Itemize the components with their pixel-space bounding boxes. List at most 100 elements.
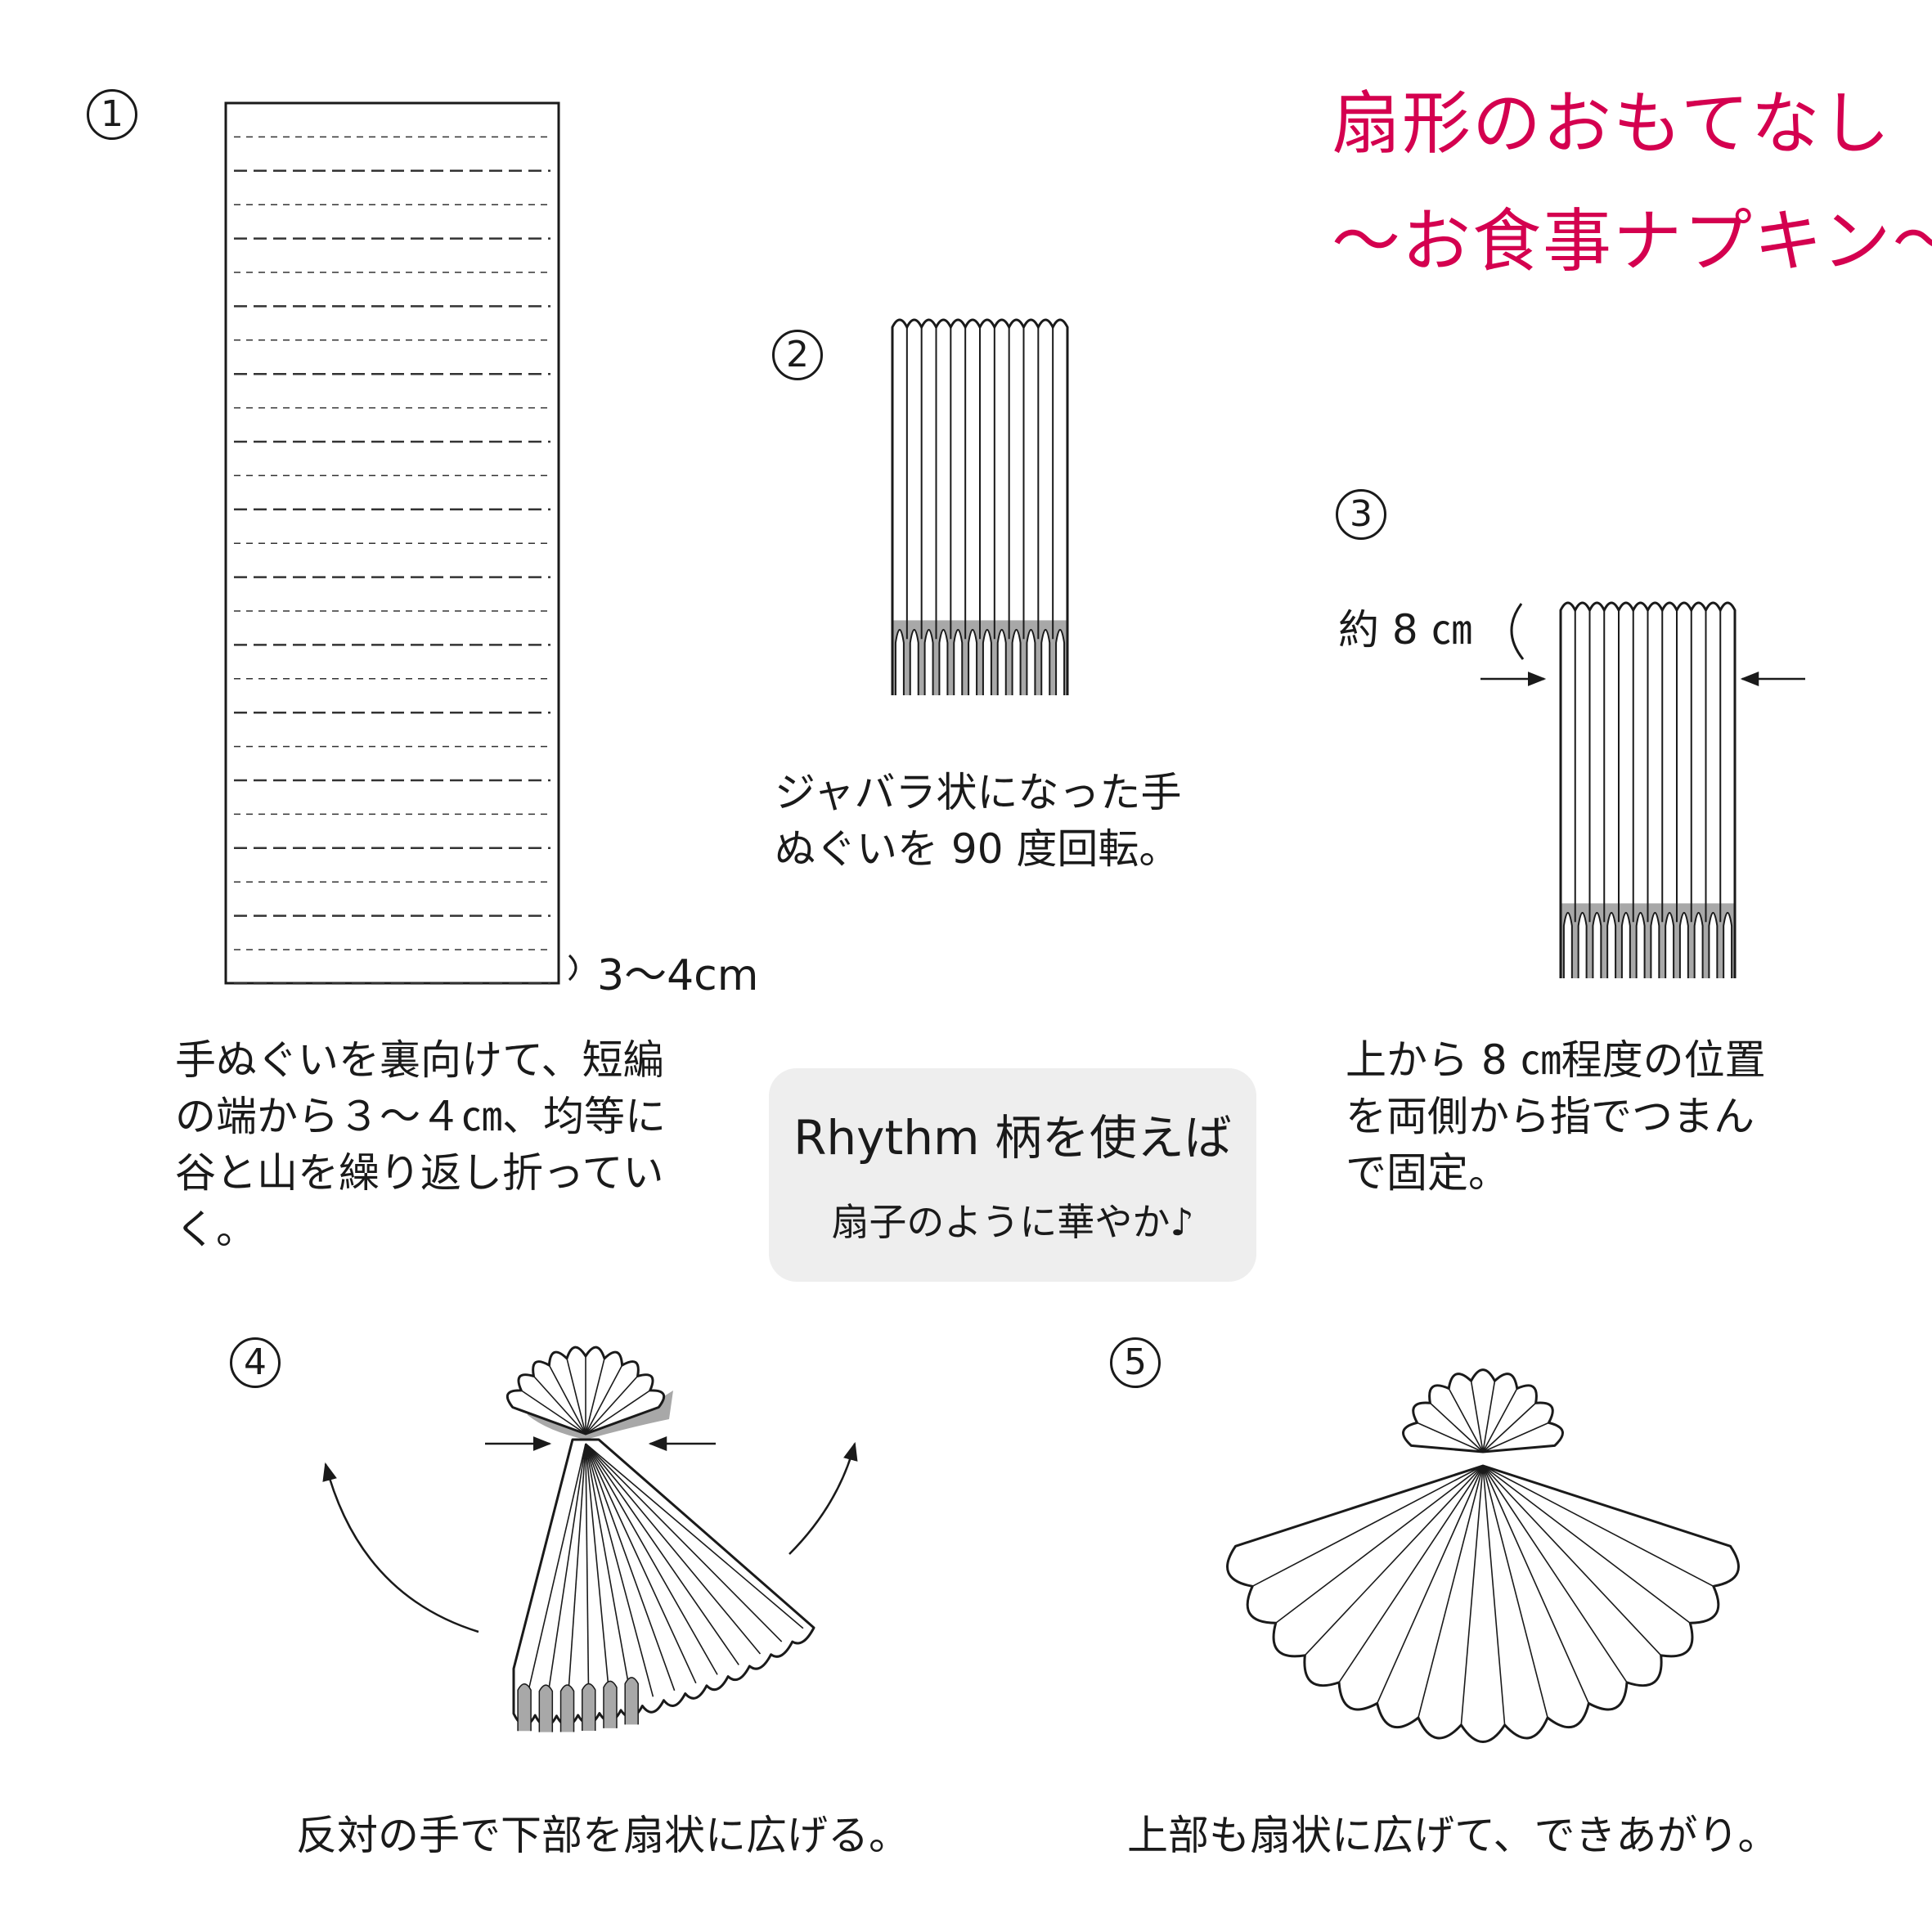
fan-rib <box>585 1443 783 1642</box>
pleat-fold <box>1606 911 1617 978</box>
fan-rib <box>585 1443 762 1655</box>
pleat-fold <box>1678 911 1689 978</box>
tip-line-2: 扇子のように華やか♪ <box>831 1200 1194 1244</box>
half-spread-fan-diagram <box>322 1346 858 1732</box>
pleat-fold <box>968 628 978 695</box>
pleat-fold <box>894 628 905 695</box>
step-2-caption: ジャバラ状になった手 ぬぐいを 90 度回転。 <box>775 765 1182 878</box>
fan-rib <box>585 1364 623 1435</box>
fan-rib <box>1418 1465 1484 1719</box>
pleat-fold <box>1562 911 1573 978</box>
pleat-fold <box>1635 911 1646 978</box>
pleat-fold <box>517 1683 532 1732</box>
step-1-caption: 手ぬぐいを裏向けて、短編の端から３〜４㎝、均等に谷と山を繰り返し折っていく。 <box>175 1036 666 1253</box>
fan-rib <box>1482 1465 1628 1683</box>
fan-rib <box>1417 1422 1484 1453</box>
pleat-fold <box>624 1677 639 1725</box>
pleat-fold <box>1693 911 1704 978</box>
step-1-measure: 3〜4cm <box>597 951 759 1000</box>
pleat-fold <box>538 1684 554 1732</box>
step-3-measure: 約 8 ㎝ <box>1338 606 1472 654</box>
fan-rib <box>548 1364 586 1435</box>
pleat-fold <box>1040 628 1051 695</box>
fan-rib <box>1376 1465 1484 1704</box>
caption-line: ぬぐいを 90 度回転。 <box>775 825 1180 873</box>
fan-rib <box>520 1390 586 1435</box>
fan-rib <box>545 1443 586 1710</box>
caption-line: を両側から指でつまん <box>1346 1093 1755 1140</box>
fan-rib <box>1304 1465 1484 1656</box>
fan-outline <box>1402 1368 1564 1453</box>
fan-rib <box>1482 1422 1549 1453</box>
pleat-fold <box>982 628 992 695</box>
pleat-fold <box>582 1683 596 1731</box>
caption-line: ジャバラ状になった手 <box>775 769 1182 816</box>
pleat-fold <box>996 628 1007 695</box>
fan-rib <box>1470 1381 1484 1453</box>
fan-rib <box>1482 1465 1506 1725</box>
finished-fan-diagram <box>1226 1368 1740 1743</box>
fan-rib <box>1448 1388 1484 1453</box>
fan-rib <box>1482 1465 1714 1588</box>
fan-rib <box>523 1443 586 1709</box>
fan-outline <box>512 1438 815 1728</box>
fan-rib <box>566 1358 586 1435</box>
pleat-fold <box>938 628 949 695</box>
pleat-fold <box>1708 911 1719 978</box>
fan-rib <box>585 1443 676 1692</box>
pleat-fold <box>559 1684 575 1732</box>
fan-rib <box>1482 1465 1662 1656</box>
pleat-fold <box>603 1680 618 1728</box>
tip-box: Rhythm 柄を使えば 扇子のように華やか♪ <box>769 1068 1256 1282</box>
fan-outline <box>1226 1464 1740 1743</box>
pleat-fold <box>1650 911 1660 978</box>
step-3-caption: 上から 8 ㎝程度の位置 を両側から指でつまん で固定。 <box>1346 1032 1766 1202</box>
fan-rib <box>1338 1465 1484 1683</box>
measure-bracket <box>1510 603 1525 660</box>
pleat-fold <box>923 628 934 695</box>
fan-rib <box>1275 1465 1484 1624</box>
fan-rib <box>585 1443 611 1705</box>
fan-rib <box>566 1443 586 1710</box>
fan-rib <box>532 1375 586 1435</box>
pleat-fold <box>1026 628 1036 695</box>
pleat-fold <box>1620 911 1631 978</box>
caption-line: 上から 8 ㎝程度の位置 <box>1346 1036 1766 1084</box>
unfolded-towel-diagram <box>224 101 577 985</box>
fan-rib <box>585 1443 718 1675</box>
step-2-number: 2 <box>772 330 823 380</box>
step-3-number: 3 <box>1336 489 1386 540</box>
step-5-number: 5 <box>1110 1337 1161 1388</box>
fan-rib <box>585 1358 605 1435</box>
page-subtitle: 〜お食事ナプキン〜 <box>1332 201 1932 281</box>
fan-rib <box>1482 1388 1518 1453</box>
fan-rib <box>1429 1402 1484 1453</box>
fan-rib <box>585 1443 590 1708</box>
fan-rib <box>1251 1465 1484 1588</box>
measure-bracket <box>568 954 577 982</box>
spread-arrow-left <box>322 1462 479 1633</box>
pleat-fold <box>1577 911 1588 978</box>
step-1-number: 1 <box>87 89 137 140</box>
fan-rib <box>585 1443 632 1702</box>
fan-rib <box>1482 1402 1537 1453</box>
fan-rib <box>1482 1465 1691 1624</box>
pleat-fold <box>1723 911 1733 978</box>
pleat-fold <box>1055 628 1066 695</box>
fan-rib <box>1482 1465 1590 1704</box>
pleat-fold <box>1665 911 1675 978</box>
pleat-fold <box>1592 911 1602 978</box>
step-5-caption: 上部も扇状に広げて、できあがり。 <box>1127 1812 1779 1859</box>
pleated-towel-diagram <box>891 318 1069 695</box>
fan-rib <box>585 1443 697 1684</box>
fan-rib <box>1460 1465 1484 1725</box>
fan-rib <box>585 1375 639 1435</box>
pleat-fold <box>953 628 964 695</box>
fan-rib <box>1482 1465 1548 1719</box>
caption-line: で固定。 <box>1346 1149 1509 1197</box>
tip-line-1: Rhythm 柄を使えば <box>793 1110 1232 1166</box>
page-title: 扇形のおもてなし <box>1332 83 1892 164</box>
spread-arrow-right <box>789 1441 858 1555</box>
pleat-fold <box>909 628 919 695</box>
